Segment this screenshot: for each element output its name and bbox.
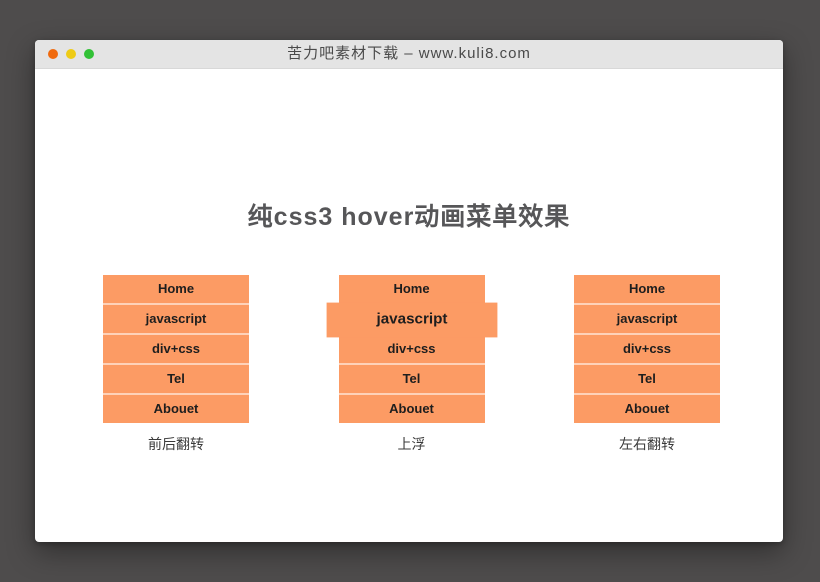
page-title: 纯css3 hover动画菜单效果 bbox=[247, 203, 571, 231]
menu-item-javascript[interactable]: javascript bbox=[574, 305, 720, 335]
menu-item-tel[interactable]: Tel bbox=[338, 365, 485, 395]
menu-item-divcss[interactable]: div+css bbox=[574, 335, 720, 365]
menu-item-tel[interactable]: Tel bbox=[103, 365, 249, 395]
close-button[interactable] bbox=[48, 49, 58, 59]
menu: Home javascript div+css Tel Abouet bbox=[574, 275, 720, 423]
menu-item-home[interactable]: Home bbox=[103, 275, 249, 305]
menu-demo-flip-front-back: Home javascript div+css Tel Abouet 前后翻转 bbox=[103, 275, 249, 454]
menu-demos: Home javascript div+css Tel Abouet 前后翻转 … bbox=[103, 275, 720, 454]
window-titlebar: 苦力吧素材下载 – www.kuli8.com bbox=[35, 40, 783, 69]
zoom-button[interactable] bbox=[84, 49, 94, 59]
menu-item-abouet[interactable]: Abouet bbox=[103, 395, 249, 423]
menu-item-abouet[interactable]: Abouet bbox=[574, 395, 720, 423]
menu-caption: 上浮 bbox=[397, 436, 426, 452]
window-title: 苦力吧素材下载 – www.kuli8.com bbox=[287, 45, 531, 62]
menu: Home javascript div+css Tel Abouet bbox=[326, 275, 497, 423]
menu-item-divcss[interactable]: div+css bbox=[103, 335, 249, 365]
menu-item-home[interactable]: Home bbox=[338, 275, 485, 305]
menu-caption: 前后翻转 bbox=[148, 436, 204, 452]
menu-caption: 左右翻转 bbox=[619, 436, 675, 452]
page-content: 纯css3 hover动画菜单效果 Home javascript div+cs… bbox=[35, 69, 783, 542]
menu-item-tel[interactable]: Tel bbox=[574, 365, 720, 395]
menu-item-abouet[interactable]: Abouet bbox=[338, 395, 485, 423]
menu-item-divcss[interactable]: div+css bbox=[338, 335, 485, 365]
menu-demo-flip-left-right: Home javascript div+css Tel Abouet 左右翻转 bbox=[574, 275, 720, 454]
minimize-button[interactable] bbox=[66, 49, 76, 59]
menu-item-home[interactable]: Home bbox=[574, 275, 720, 305]
menu: Home javascript div+css Tel Abouet bbox=[103, 275, 249, 423]
traffic-lights bbox=[48, 40, 94, 68]
menu-demo-float-up: Home javascript div+css Tel Abouet 上浮 bbox=[326, 275, 497, 454]
browser-window: 苦力吧素材下载 – www.kuli8.com 纯css3 hover动画菜单效… bbox=[35, 40, 783, 542]
menu-item-javascript[interactable]: javascript bbox=[103, 305, 249, 335]
menu-item-javascript-hovered[interactable]: javascript bbox=[326, 302, 497, 338]
